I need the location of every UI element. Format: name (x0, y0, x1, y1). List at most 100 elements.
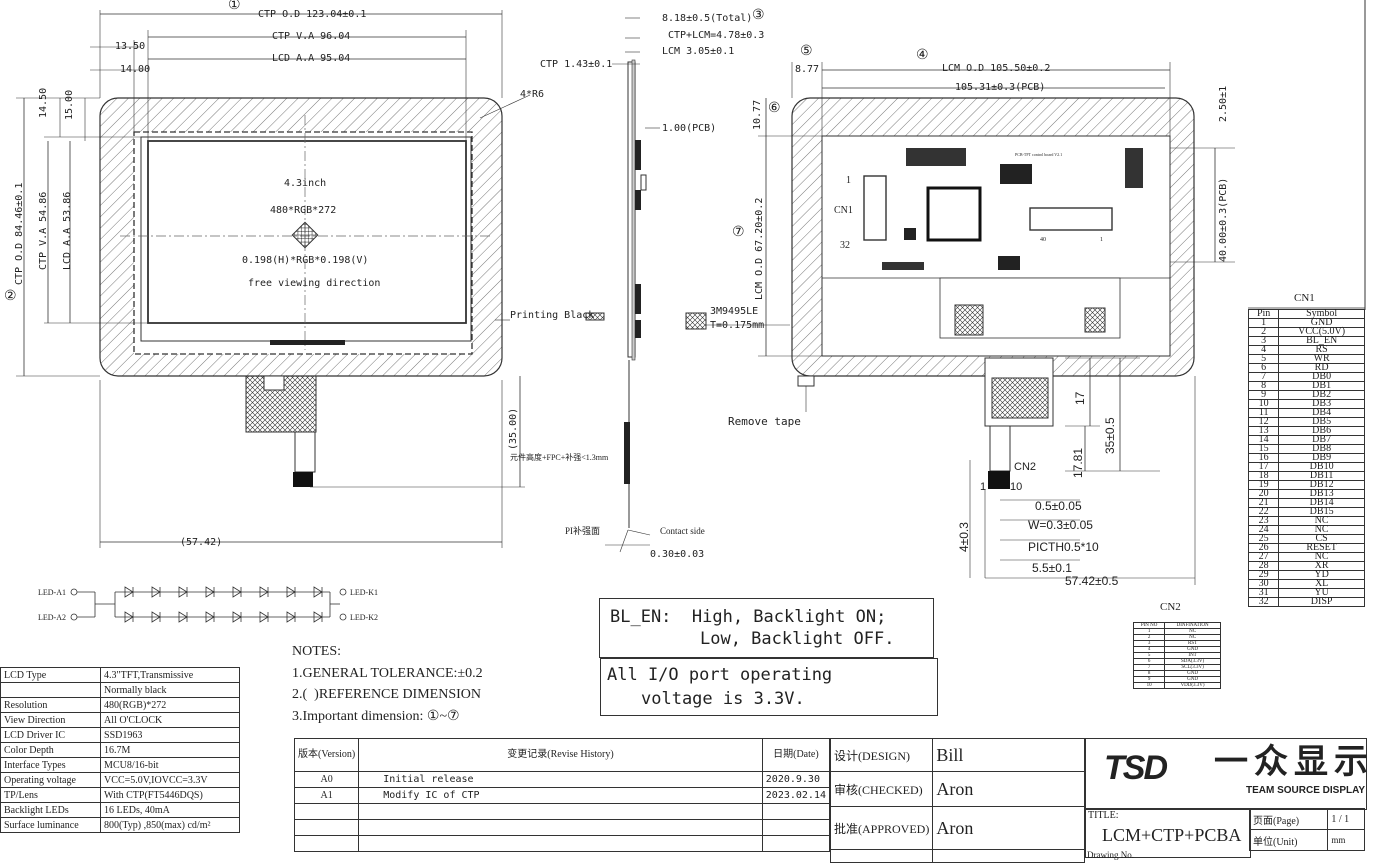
backlight-line-2: Low, Backlight OFF. (700, 629, 895, 649)
dim-lcd-aa: LCD A.A 95.04 (272, 53, 351, 64)
label-printing-black: Printing Black (510, 310, 595, 321)
revision-date: 2020.9.30 (761, 771, 831, 788)
io-line-1: All I/O port operating (607, 665, 833, 685)
table-cell: 16.7M (100, 742, 240, 758)
cn2-table-title: CN2 (1160, 601, 1181, 613)
dim-width: W=0.3±0.05 (1028, 518, 1093, 532)
label-cn1-connector: CN1 (834, 205, 853, 216)
dim-radius: 4*R6 (520, 89, 545, 100)
label-pin40: 40 (1040, 237, 1046, 243)
cn1-table-title: CN1 (1294, 292, 1315, 304)
revision-date-header: 日期(Date) (761, 738, 831, 772)
label-cn2-pin1: 1 (980, 481, 987, 493)
table-cell: DISP (1278, 597, 1365, 607)
dim-pitch: PICTH0.5*10 (1028, 540, 1099, 554)
note-2: 2.( )REFERENCE DIMENSION (292, 687, 481, 702)
dim-ctp: CTP 1.43±0.1 (540, 59, 613, 70)
revision-version: A0 (293, 771, 360, 788)
table-cell: VCC=5.0V,IOVCC=3.3V (100, 772, 240, 788)
notes-title: NOTES: (292, 644, 341, 659)
page-unit-table: 页面(Page) 1 / 1 单位(Unit) mm (1248, 808, 1365, 851)
dim-10-77: 10.77 (752, 99, 763, 130)
dim-15-00: 15.00 (64, 89, 75, 120)
dim-pcb-width: 105.31±0.3(PCB) (955, 82, 1046, 93)
dim-13-50: 13.50 (115, 41, 146, 52)
revision-history: Modify IC of CTP (358, 787, 763, 804)
label-led-a2: LED-A2 (38, 613, 66, 622)
dim-5-5: 5.5±0.1 (1032, 561, 1072, 575)
label-remove-tape: Remove tape (728, 415, 801, 428)
revision-history: Initial release (358, 771, 763, 788)
front-view (16, 10, 605, 548)
revision-row: A1 Modify IC of CTP 2023.02.14 (293, 787, 831, 804)
table-cell: 16 LEDs, 40mA (100, 802, 240, 818)
dim-0-5: 0.5±0.05 (1035, 499, 1082, 513)
label-resolution: 480*RGB*272 (270, 205, 337, 216)
label-cn1-pin1: 1 (846, 175, 851, 186)
unit-label: 单位(Unit) (1248, 829, 1329, 851)
unit-value: mm (1327, 829, 1365, 851)
revision-history-header: 变更记录(Revise History) (358, 738, 763, 772)
page-value: 1 / 1 (1327, 808, 1365, 830)
marker-7: ⑦ (732, 225, 745, 240)
dim-pcb-height: 40.00±0.3(PCB) (1218, 177, 1229, 262)
dim-ctp-va: CTP V.A 96.04 (272, 31, 351, 42)
dim-35: 35±0.5 (1103, 417, 1117, 454)
table-cell: Operating voltage (0, 772, 102, 788)
table-cell: 800(Typ) ,850(max) cd/m² (100, 817, 240, 833)
table-cell: MCU8/16-bit (100, 757, 240, 773)
marker-6: ⑥ (768, 101, 781, 116)
label-pi: PI补强面 (565, 526, 601, 536)
marker-5: ⑤ (800, 44, 813, 59)
revision-version-header: 版本(Version) (293, 738, 360, 772)
dim-lcm: LCM 3.05±0.1 (662, 46, 735, 57)
label-board: PCB-TFT control board V2.1 (1015, 152, 1063, 157)
table-cell: LCD Type (0, 667, 102, 683)
checked-name: Aron (932, 771, 1085, 807)
table-cell: 480(RGB)*272 (100, 697, 240, 713)
table-cell: 32 (1247, 597, 1280, 607)
label-viewing: free viewing direction (248, 278, 381, 289)
revision-version: A1 (293, 787, 360, 804)
dim-ctp-lcm: CTP+LCM=4.78±0.3 (668, 30, 765, 41)
approved-label: 批准(APPROVED) (829, 806, 934, 850)
io-note-box: All I/O port operating voltage is 3.3V. (600, 658, 938, 716)
table-cell: Interface Types (0, 757, 102, 773)
marker-2: ② (4, 289, 17, 304)
revision-table: 版本(Version) 变更记录(Revise History) 日期(Date… (293, 738, 831, 852)
label-pixel: 0.198(H)*RGB*0.198(V) (242, 255, 369, 266)
dim-lcd-aa-h: LCD A.A 53.86 (62, 191, 73, 270)
table-cell: 4.3"TFT,Transmissive (100, 667, 240, 683)
table-cell (0, 682, 102, 698)
checked-label: 审核(CHECKED) (829, 771, 934, 807)
rear-view (758, 62, 1235, 585)
logo-english: TEAM SOURCE DISPLAY (1246, 785, 1366, 796)
revision-row: A0 Initial release 2020.9.30 (293, 771, 831, 788)
page-label: 页面(Page) (1248, 808, 1329, 830)
label-cn2-connector: CN2 (1014, 461, 1037, 473)
label-led-a1: LED-A1 (38, 588, 66, 597)
table-cell: TP/Lens (0, 787, 102, 803)
label-tape: 3M9495LE (710, 306, 759, 317)
note-1: 1.GENERAL TOLERANCE:±0.2 (292, 666, 483, 681)
label-led-k2: LED-K2 (350, 613, 378, 622)
logo-chinese: 一众显示 (1214, 743, 1374, 781)
revision-date: 2023.02.14 (761, 787, 831, 804)
table-cell: View Direction (0, 712, 102, 728)
dim-2-50: 2.50±1 (1218, 85, 1229, 122)
label-pin1-b: 1 (1100, 237, 1103, 243)
marker-1: ① (228, 0, 241, 13)
